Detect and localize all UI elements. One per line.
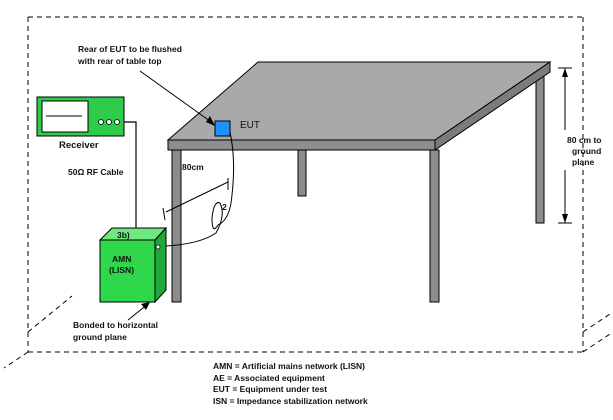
- amn-box-label: 3b): [117, 230, 130, 240]
- table-leg-front-left: [171, 149, 182, 303]
- table-leg-back-right: [535, 74, 545, 224]
- height-label-line1: 80 cm to: [567, 135, 602, 145]
- legend-item-amn: AMN = Artificial mains network (LISN): [213, 361, 365, 371]
- bonded-label-line1: Bonded to horizontal: [73, 320, 158, 330]
- abbreviation-legend: AMN = Artificial mains network (LISN) AE…: [213, 361, 368, 407]
- distance-80cm-label: 80cm: [182, 162, 204, 172]
- cable-bundle-number: 2: [222, 202, 227, 212]
- eut-box: [214, 120, 231, 137]
- rf-cable-label: 50Ω RF Cable: [68, 167, 124, 177]
- height-dimension: [558, 67, 572, 224]
- receiver-unit: [36, 96, 125, 137]
- rear-note-line1: Rear of EUT to be flushed: [78, 44, 182, 54]
- rf-cable: [124, 121, 137, 230]
- legend-item-eut: EUT = Equipment under test: [213, 384, 328, 394]
- height-label-line2: ground: [572, 146, 602, 156]
- amn-label-line2: (LISN): [109, 265, 135, 275]
- ground-plane-enclosure: [3, 16, 611, 369]
- power-cable: [165, 131, 235, 247]
- amn-label-line1: AMN: [112, 254, 132, 264]
- table-leg-back-left: [297, 149, 307, 197]
- table-leg-front-right: [429, 149, 440, 303]
- rear-note-line2: with rear of table top: [78, 56, 162, 66]
- legend-item-ae: AE = Associated equipment: [213, 372, 325, 383]
- table-top: [166, 61, 552, 151]
- distance-80cm-marker: [162, 178, 229, 221]
- height-label-line3: plane: [572, 157, 595, 167]
- legend-item-isn: ISN = Impedance stabilization network: [213, 395, 368, 406]
- receiver-label: Receiver: [59, 140, 99, 151]
- bonded-arrow: [127, 302, 150, 321]
- bonded-label-line2: ground plane: [73, 332, 127, 342]
- amn-lisn-box: [98, 226, 168, 304]
- eut-label: EUT: [240, 120, 260, 131]
- rear-note-arrow: [139, 70, 215, 126]
